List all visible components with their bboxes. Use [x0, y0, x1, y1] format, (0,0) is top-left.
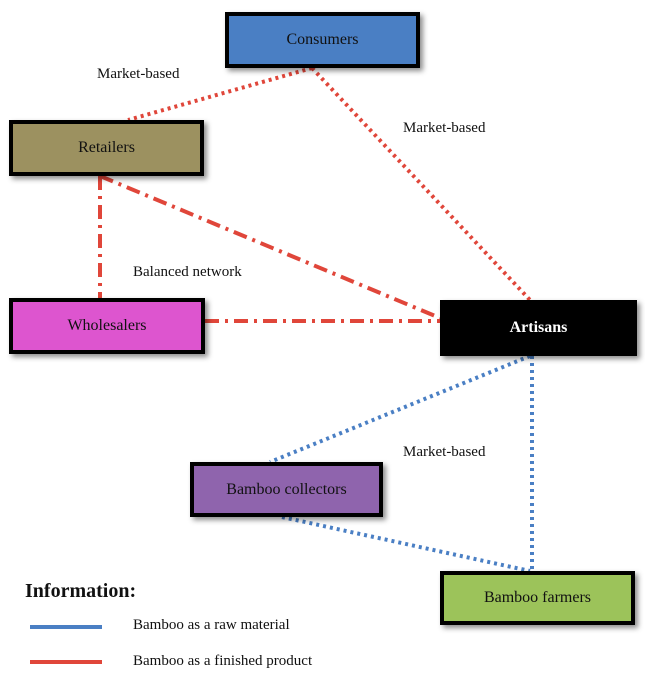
link-consumers-artisans	[310, 66, 532, 302]
link-artisans-collectors	[269, 354, 531, 464]
node-retailers: Retailers	[9, 120, 204, 176]
node-artisans-label: Artisans	[509, 319, 568, 336]
node-bamboo-collectors-label: Bamboo collectors	[226, 480, 347, 498]
legend-raw-label: Bamboo as a raw material	[133, 617, 290, 633]
node-wholesalers: Wholesalers	[9, 298, 205, 354]
node-retailers-label: Retailers	[78, 139, 135, 156]
node-artisans: Artisans	[440, 300, 637, 356]
link-collectors-farmers	[281, 515, 531, 573]
node-consumers: Consumers	[225, 12, 420, 68]
legend-finished-label: Bamboo as a finished product	[133, 653, 313, 669]
edge-label-consumers-artisans: Market-based	[403, 120, 486, 136]
node-bamboo-farmers: Bamboo farmers	[440, 571, 635, 625]
edge-label-raw-material: Market-based	[403, 444, 486, 460]
link-retailers-artisans	[99, 174, 441, 320]
node-bamboo-collectors: Bamboo collectors	[190, 462, 383, 517]
edge-label-consumers-retailers: Market-based	[97, 66, 180, 82]
legend-raw-swatch	[30, 625, 102, 629]
legend-finished-swatch	[30, 660, 102, 664]
node-wholesalers-label: Wholesalers	[67, 317, 147, 334]
node-consumers-label: Consumers	[286, 31, 359, 48]
node-bamboo-farmers-label: Bamboo farmers	[483, 589, 592, 606]
edge-label-balanced-network: Balanced network	[133, 264, 242, 280]
legend-title: Information:	[25, 580, 137, 602]
